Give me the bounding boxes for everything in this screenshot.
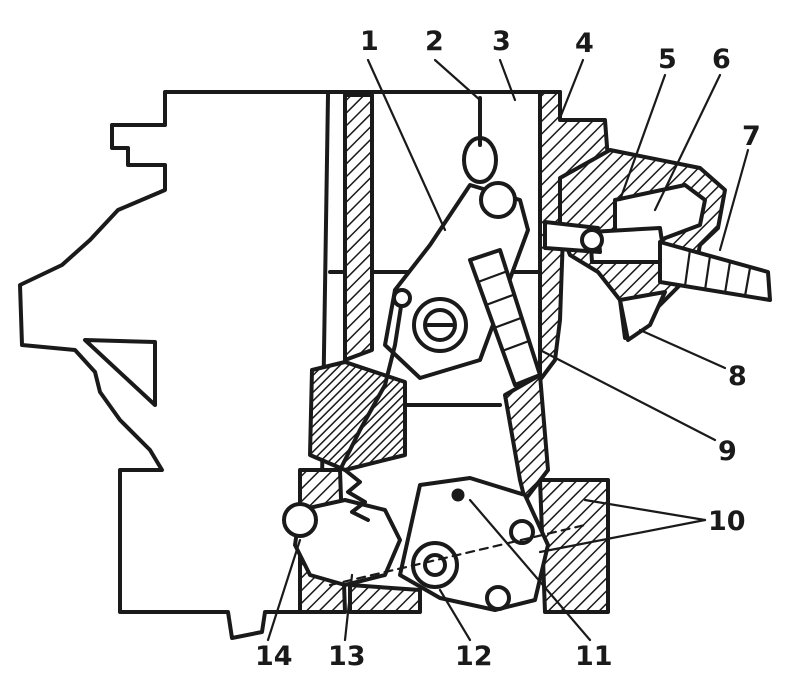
callout-12: 12	[455, 641, 493, 672]
cam-hole-lower	[485, 585, 511, 611]
callout-9: 9	[718, 436, 737, 467]
spring-coil-1	[476, 270, 507, 284]
lower-lever-13	[293, 498, 402, 587]
callout-2: 2	[425, 26, 444, 57]
callout-3: 3	[492, 26, 511, 57]
spring-coil-2	[484, 293, 515, 307]
chamber-left-wall	[343, 93, 374, 362]
leader-6	[653, 73, 722, 212]
callout-14: 14	[255, 641, 293, 672]
screw-thread-1	[683, 248, 692, 288]
callout-11: 11	[575, 641, 613, 672]
leader-12	[438, 588, 472, 642]
rod-top-eye	[392, 288, 412, 308]
linkage-rod	[338, 298, 404, 472]
spring-coil-4	[500, 339, 531, 353]
leader-14	[266, 538, 302, 642]
callout-4: 4	[575, 28, 594, 59]
leader-9	[538, 348, 717, 442]
lever-spring	[343, 468, 370, 522]
callout-7: 7	[742, 121, 761, 152]
lower-pivot-14	[282, 502, 318, 538]
callout-8: 8	[728, 361, 747, 392]
leader-7	[718, 148, 750, 252]
screw-thread-2	[703, 254, 712, 292]
leader-8	[638, 328, 727, 370]
leader-13	[343, 573, 354, 642]
leader-10a	[583, 498, 707, 522]
leader-3	[498, 58, 517, 102]
screw-thread-3	[723, 260, 732, 295]
leader-2	[433, 58, 482, 102]
diagonal-strut	[503, 373, 550, 502]
dashed-rod-10	[328, 523, 587, 587]
actuator-link-pin	[580, 228, 604, 252]
leader-lines	[266, 58, 750, 642]
leader-1	[366, 58, 447, 232]
callout-6: 6	[712, 44, 731, 75]
spring-coil-3	[492, 316, 523, 330]
callout-10: 10	[708, 506, 746, 537]
bottom-hatch	[348, 583, 422, 614]
leader-10b	[538, 518, 707, 554]
leader-5	[618, 73, 667, 202]
cam-small-pin	[451, 488, 465, 502]
screw-thread-4	[743, 266, 752, 298]
upper-pivot-pin	[479, 181, 517, 219]
leader-4	[558, 58, 585, 120]
housing-triangle-cutout	[83, 338, 157, 407]
callout-13: 13	[328, 641, 366, 672]
leader-11	[468, 498, 592, 642]
middle-hatched-block	[308, 360, 407, 472]
callout-1: 1	[360, 26, 379, 57]
diaphragm	[618, 290, 667, 342]
spring-9	[468, 248, 542, 387]
callout-5: 5	[658, 44, 677, 75]
adjustment-screw	[658, 240, 772, 302]
